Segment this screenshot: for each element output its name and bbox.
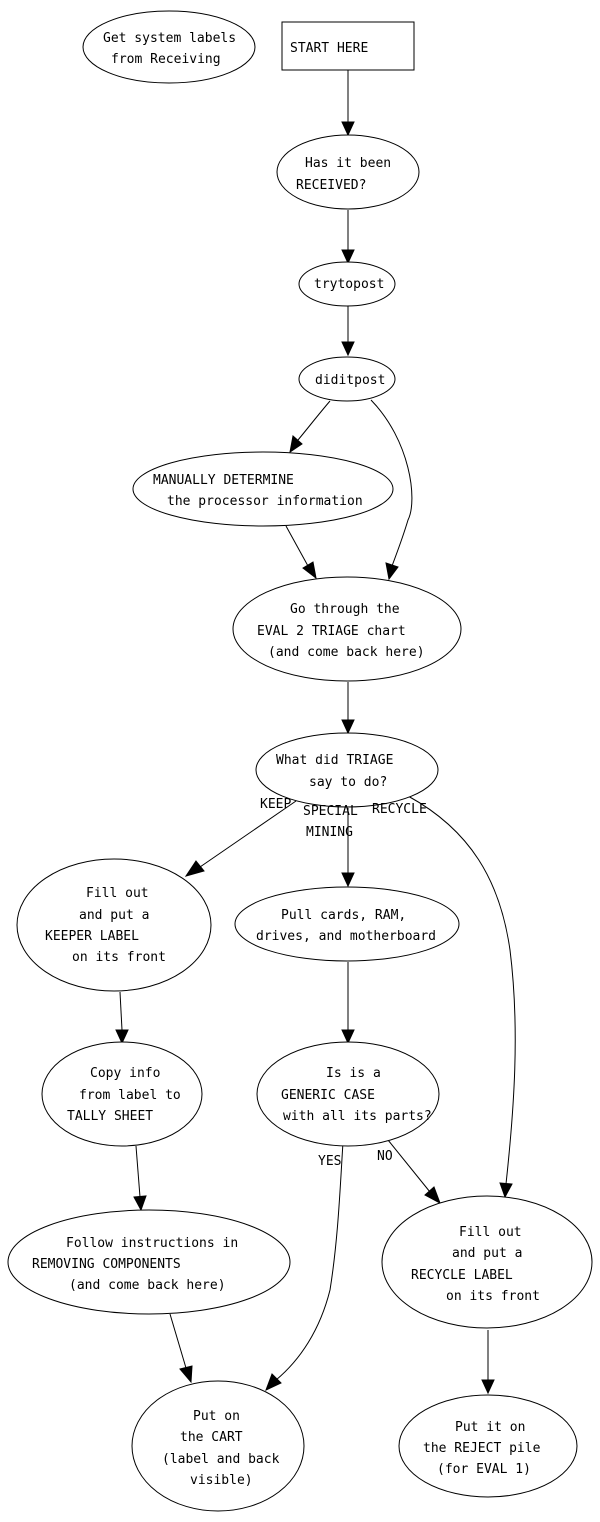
node-text: (and come back here) xyxy=(69,1278,226,1293)
node-text: trytopost xyxy=(314,277,384,292)
node-text: say to do? xyxy=(309,775,387,790)
node-text: Fill out xyxy=(86,886,149,901)
node-text: the CART xyxy=(180,1430,243,1445)
arrowhead xyxy=(385,562,399,581)
node-text: Put on xyxy=(193,1409,240,1424)
node-text: Has it been xyxy=(305,156,391,171)
edge-label-mining: MINING xyxy=(306,825,353,840)
arrowhead xyxy=(265,1373,282,1391)
edge-labels: KEEP SPECIAL MINING RECYCLE YES NO xyxy=(260,797,427,1169)
arrowhead xyxy=(499,1182,513,1199)
edge-copy-to-removing xyxy=(135,1145,141,1198)
node-diditpost[interactable]: diditpost xyxy=(298,356,396,402)
node-start[interactable]: START HERE xyxy=(281,21,415,71)
node-text: (for EVAL 1) xyxy=(437,1462,531,1477)
node-text: Get system labels xyxy=(103,31,236,46)
edge-diditpost-to-triage-chart xyxy=(370,399,413,567)
node-triage-question[interactable]: What did TRIAGE say to do? xyxy=(255,732,439,808)
node-generic-case[interactable]: Is is a GENERIC CASE with all its parts? xyxy=(256,1041,440,1147)
node-text: (and come back here) xyxy=(268,645,425,660)
arrowhead xyxy=(184,860,205,877)
arrowhead xyxy=(341,121,355,137)
edge-label-keep: KEEP xyxy=(260,797,291,812)
node-text: from label to xyxy=(79,1088,181,1103)
node-text: START HERE xyxy=(290,41,368,56)
edge-label-yes: YES xyxy=(318,1154,341,1169)
arrowhead xyxy=(481,1379,495,1395)
edge-removing-to-cart xyxy=(169,1313,187,1369)
node-text: on its front xyxy=(446,1289,540,1304)
node-text: TALLY SHEET xyxy=(67,1109,153,1124)
node-text: Is is a xyxy=(326,1066,381,1081)
edge-generic-to-recycle xyxy=(387,1139,431,1193)
edge-triage-q-to-recycle xyxy=(407,795,516,1185)
arrowhead xyxy=(424,1186,441,1205)
node-text: Fill out xyxy=(459,1225,522,1240)
node-keeper-label[interactable]: Fill out and put a KEEPER LABEL on its f… xyxy=(16,858,212,992)
edge-manual-to-triage-chart xyxy=(285,525,309,567)
node-text: (label and back xyxy=(162,1452,280,1467)
node-reject-pile[interactable]: Put it on the REJECT pile (for EVAL 1) xyxy=(398,1394,578,1498)
node-text: diditpost xyxy=(315,373,385,388)
edge-label-no: NO xyxy=(377,1149,393,1164)
node-labels-note[interactable]: Get system labels from Receiving xyxy=(82,10,256,84)
node-manual[interactable]: MANUALLY DETERMINE the processor informa… xyxy=(132,451,394,527)
edge-label-special: SPECIAL xyxy=(303,804,358,819)
node-text: Copy info xyxy=(90,1066,160,1081)
node-text: and put a xyxy=(452,1246,522,1261)
node-text: Follow instructions in xyxy=(66,1236,238,1251)
node-received[interactable]: Has it been RECEIVED? xyxy=(276,134,420,210)
node-text: Go through the xyxy=(290,602,400,617)
node-text: and put a xyxy=(79,908,149,923)
node-recycle-label[interactable]: Fill out and put a RECYCLE LABEL on its … xyxy=(381,1195,593,1329)
node-text: on its front xyxy=(72,950,166,965)
node-text: GENERIC CASE xyxy=(281,1088,375,1103)
node-text: MANUALLY DETERMINE xyxy=(153,473,294,488)
node-text: the processor information xyxy=(167,494,363,509)
node-text: the REJECT pile xyxy=(423,1441,541,1456)
arrowhead xyxy=(341,341,355,357)
node-text: KEEPER LABEL xyxy=(45,929,139,944)
arrowhead xyxy=(341,872,355,888)
arrowhead xyxy=(179,1365,193,1384)
node-text: with all its parts? xyxy=(283,1109,432,1124)
node-triage-chart[interactable]: Go through the EVAL 2 TRIAGE chart (and … xyxy=(232,576,462,682)
arrowhead xyxy=(289,435,303,454)
edge-diditpost-to-manual xyxy=(297,400,331,441)
arrowhead xyxy=(341,249,355,265)
node-text: drives, and motherboard xyxy=(256,929,436,944)
node-text: What did TRIAGE xyxy=(276,753,393,768)
edge-keeper-to-copy xyxy=(119,991,123,1031)
node-text: from Receiving xyxy=(111,52,221,67)
node-removing-components[interactable]: Follow instructions in REMOVING COMPONEN… xyxy=(7,1209,291,1315)
edge-generic-to-cart xyxy=(275,1141,344,1381)
edge-triage-q-to-keeper xyxy=(199,800,297,868)
arrowhead xyxy=(302,561,317,580)
node-text: Put it on xyxy=(455,1420,525,1435)
node-text: Pull cards, RAM, xyxy=(281,908,406,923)
node-text: RECYCLE LABEL xyxy=(411,1268,513,1283)
arrowhead xyxy=(341,1029,355,1045)
node-text: RECEIVED? xyxy=(296,178,366,193)
edges xyxy=(115,70,516,1395)
arrowhead xyxy=(341,719,355,735)
node-text: EVAL 2 TRIAGE chart xyxy=(257,624,406,639)
node-pull-parts[interactable]: Pull cards, RAM, drives, and motherboard xyxy=(234,886,460,962)
node-text: visible) xyxy=(190,1473,253,1488)
arrowhead xyxy=(133,1195,147,1212)
arrowhead xyxy=(115,1029,129,1045)
node-text: REMOVING COMPONENTS xyxy=(32,1257,181,1272)
node-trytopost[interactable]: trytopost xyxy=(298,261,396,307)
node-copy-info[interactable]: Copy info from label to TALLY SHEET xyxy=(41,1041,203,1147)
node-cart[interactable]: Put on the CART (label and back visible) xyxy=(131,1380,305,1512)
edge-label-recycle: RECYCLE xyxy=(372,802,427,817)
